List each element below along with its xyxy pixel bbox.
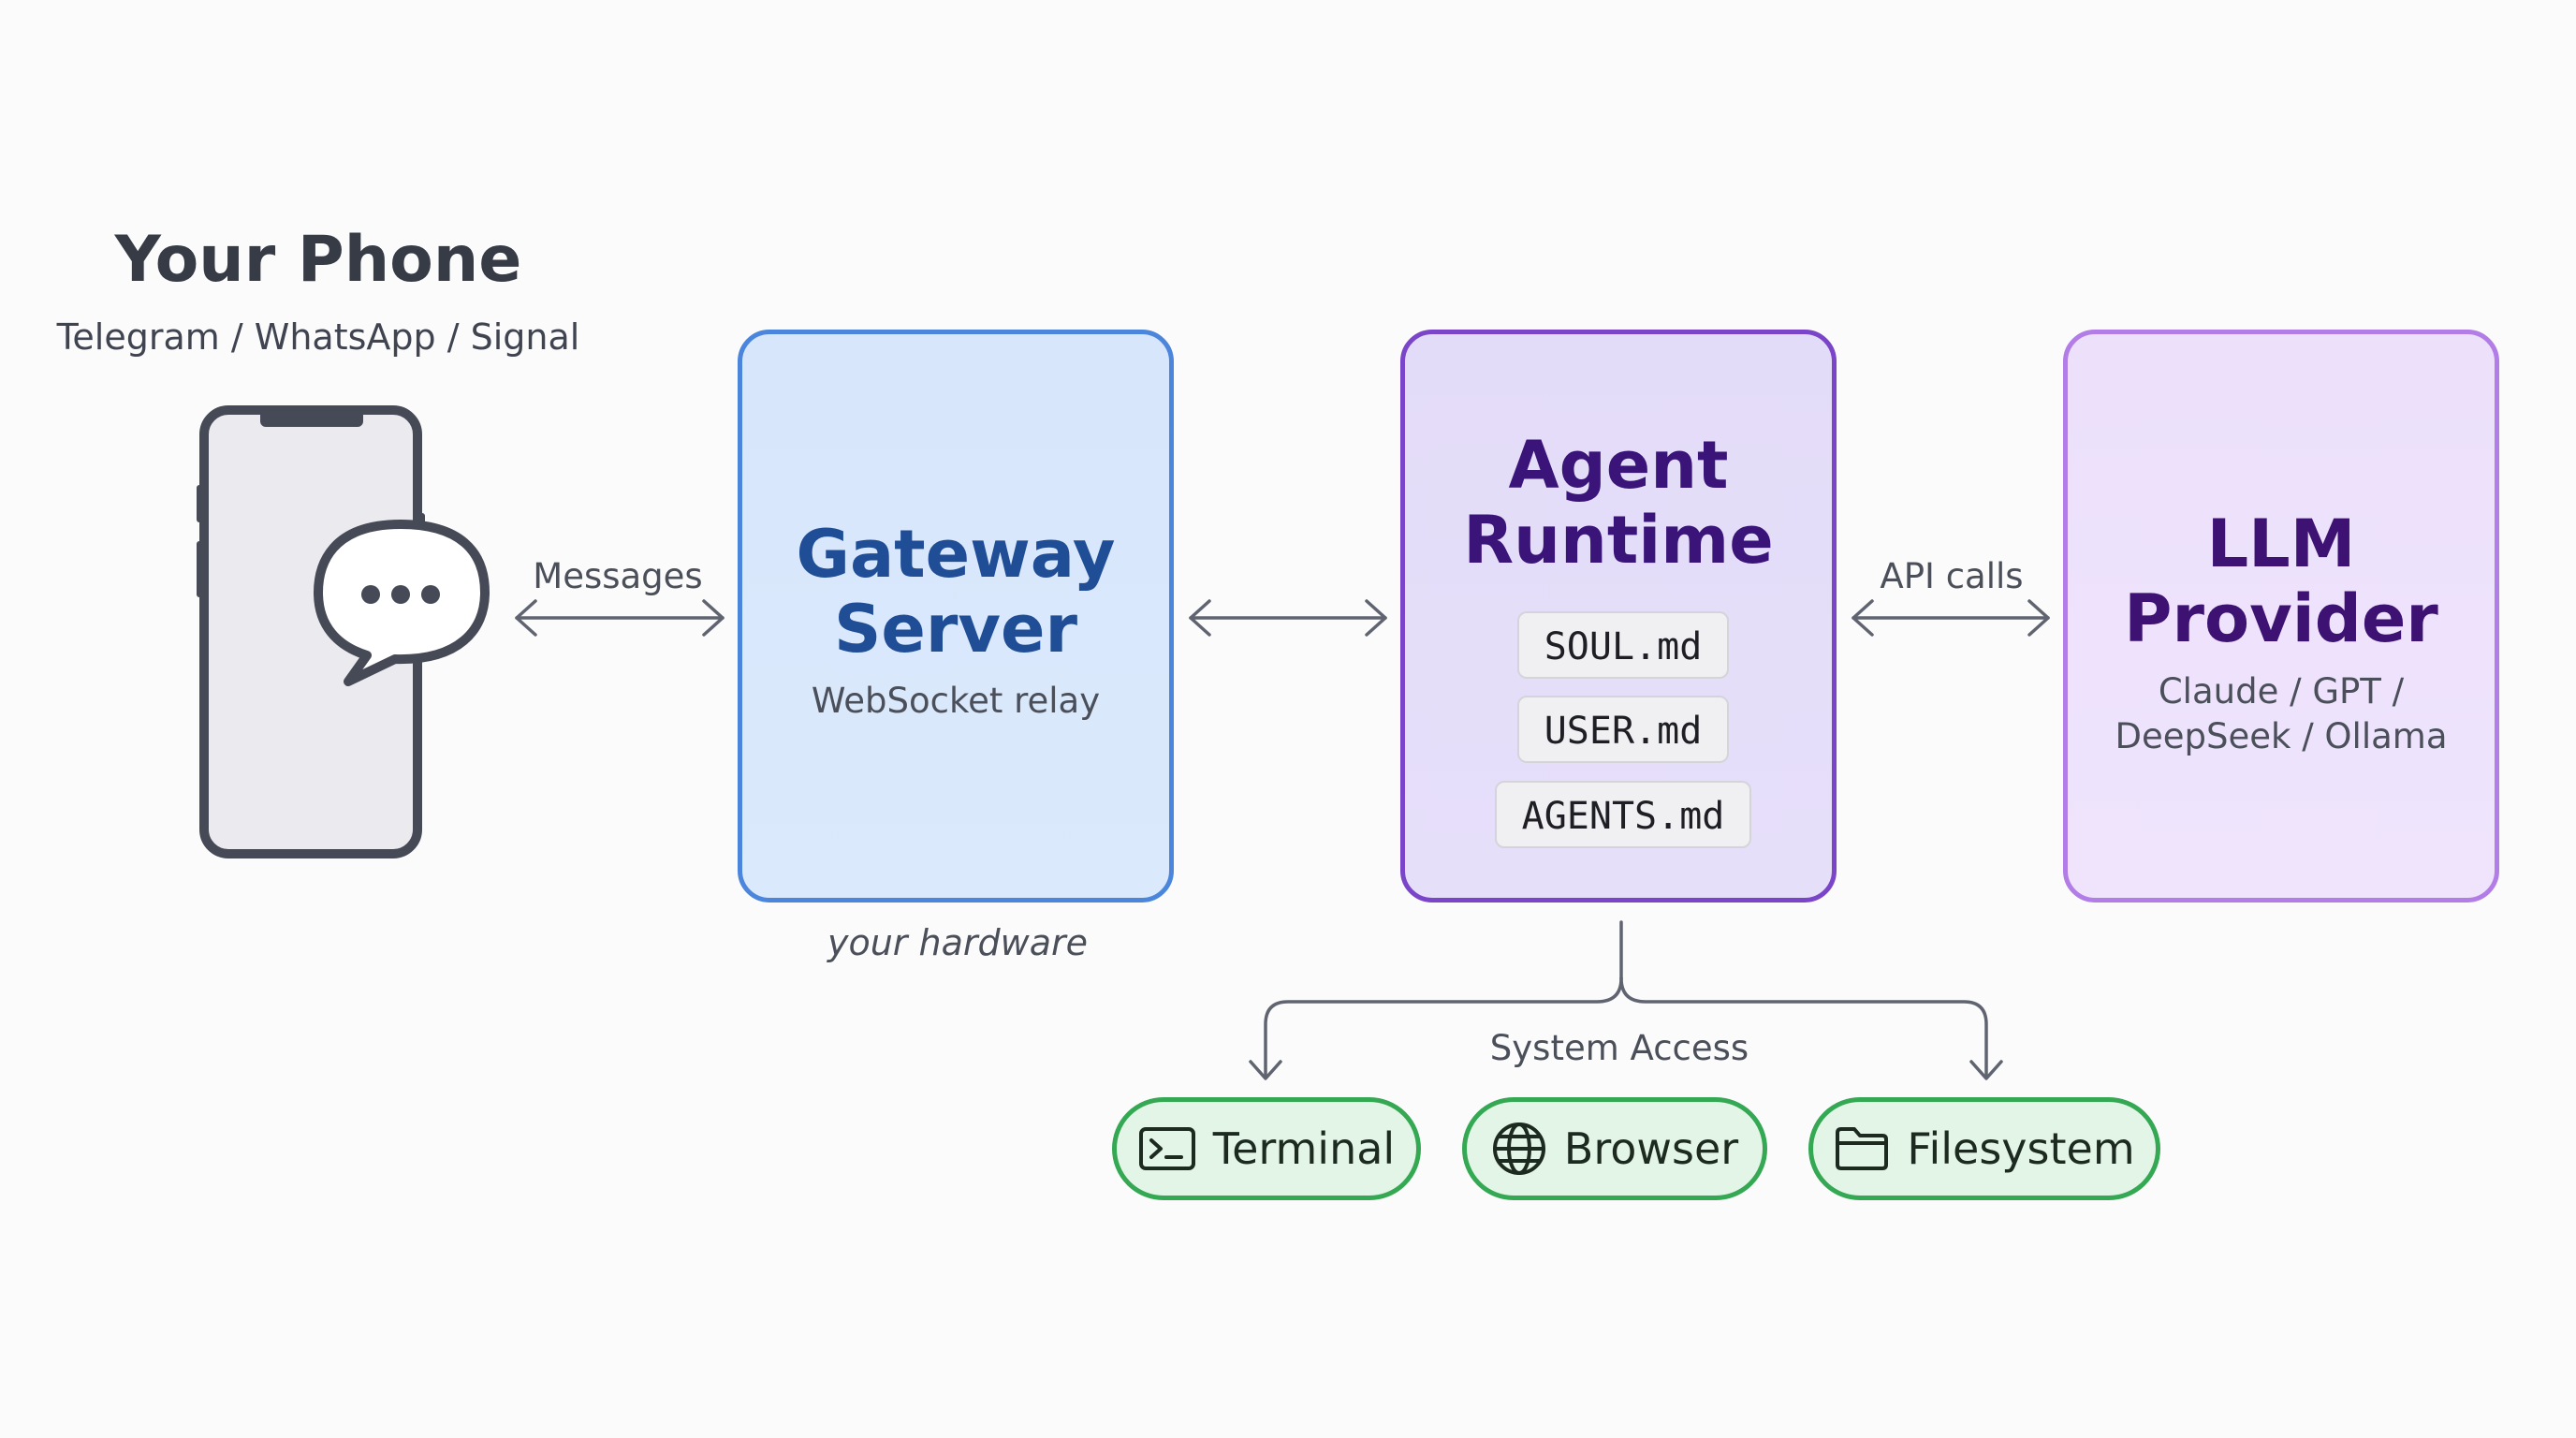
tool-pill-filesystem: Filesystem xyxy=(1808,1097,2160,1200)
phone-title: Your Phone xyxy=(114,223,522,297)
tool-pill-terminal: Terminal xyxy=(1112,1097,1421,1200)
file-chip-user: USER.md xyxy=(1517,696,1729,763)
llm-subtitle-line2: DeepSeek / Ollama xyxy=(2115,716,2448,756)
phone-subtitle: Telegram / WhatsApp / Signal xyxy=(56,316,580,358)
gateway-title: Gateway Server xyxy=(742,517,1169,667)
gateway-title-line2: Server xyxy=(833,591,1078,668)
api-calls-label: API calls xyxy=(1880,556,2024,596)
agent-title-line2: Runtime xyxy=(1463,502,1774,579)
file-chip-soul: SOUL.md xyxy=(1517,611,1729,679)
file-chip-agents: AGENTS.md xyxy=(1495,781,1751,848)
gateway-title-line1: Gateway xyxy=(796,516,1116,593)
gateway-subtitle: WebSocket relay xyxy=(811,681,1101,721)
system-access-connector xyxy=(1249,920,2003,1080)
globe-icon xyxy=(1492,1123,1545,1175)
tool-label-filesystem: Filesystem xyxy=(1907,1123,2135,1174)
gateway-agent-arrow xyxy=(1189,599,1387,637)
chat-bubble-icon xyxy=(314,520,490,686)
smartphone-icon xyxy=(197,405,490,858)
agent-title-line1: Agent xyxy=(1508,427,1729,504)
llm-title-line2: Provider xyxy=(2124,580,2438,657)
llm-subtitle-line1: Claude / GPT / xyxy=(2158,671,2405,712)
tool-label-terminal: Terminal xyxy=(1212,1123,1396,1174)
agent-title: Agent Runtime xyxy=(1405,428,1832,578)
llm-subtitle: Claude / GPT / DeepSeek / Ollama xyxy=(2068,669,2495,759)
messages-label: Messages xyxy=(533,556,703,596)
llm-provider-box: LLM Provider Claude / GPT / DeepSeek / O… xyxy=(2063,330,2499,902)
system-access-label: System Access xyxy=(1489,1028,1749,1068)
agent-runtime-box: Agent Runtime SOUL.md USER.md AGENTS.md xyxy=(1400,330,1837,902)
terminal-icon xyxy=(1138,1127,1195,1170)
hardware-caption: your hardware xyxy=(827,922,1088,963)
messages-arrow xyxy=(515,599,724,637)
tool-label-browser: Browser xyxy=(1563,1123,1739,1174)
folder-icon xyxy=(1836,1127,1889,1170)
llm-title: LLM Provider xyxy=(2068,506,2495,656)
tool-pill-browser: Browser xyxy=(1462,1097,1767,1200)
gateway-server-box: Gateway Server WebSocket relay xyxy=(738,330,1174,902)
llm-title-line1: LLM xyxy=(2206,506,2356,582)
api-calls-arrow xyxy=(1852,599,2050,637)
